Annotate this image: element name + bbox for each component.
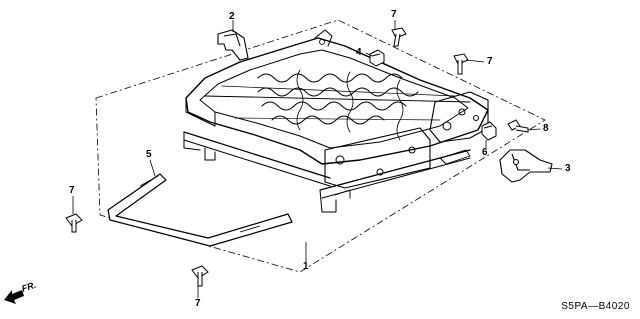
- callout-3[interactable]: 3: [565, 163, 571, 174]
- front-direction-arrow-icon: [4, 290, 24, 304]
- front-bracket-part-2[interactable]: [217, 29, 249, 61]
- bolt-part-7-bottom[interactable]: [191, 265, 209, 287]
- bolt-part-8[interactable]: [507, 119, 529, 133]
- leader-lines: [72, 20, 563, 298]
- bolt-part-7-top[interactable]: [391, 27, 407, 47]
- callout-7-bottom[interactable]: 7: [195, 298, 201, 309]
- bolt-part-7-right[interactable]: [453, 53, 469, 75]
- callout-7-right[interactable]: 7: [487, 56, 493, 67]
- callout-4[interactable]: 4: [356, 47, 362, 58]
- callout-1[interactable]: 1: [303, 261, 309, 272]
- bolt-part-7-left[interactable]: [65, 213, 83, 233]
- clip-part-6[interactable]: [481, 121, 497, 141]
- frame-bar-part-5[interactable]: [107, 173, 293, 247]
- callout-7-top[interactable]: 7: [391, 9, 397, 20]
- callout-7-left[interactable]: 7: [69, 185, 75, 196]
- catalog-code: S5PA—B4020: [561, 301, 630, 312]
- rear-cover-part-3[interactable]: [499, 149, 553, 183]
- callout-2[interactable]: 2: [229, 11, 235, 22]
- seat-frame-assembly[interactable]: [183, 29, 489, 213]
- assembly-boundary: [95, 19, 546, 273]
- clip-part-4[interactable]: [369, 49, 385, 67]
- callout-5[interactable]: 5: [146, 149, 152, 160]
- callout-6[interactable]: 6: [482, 147, 488, 158]
- callout-8[interactable]: 8: [543, 123, 549, 134]
